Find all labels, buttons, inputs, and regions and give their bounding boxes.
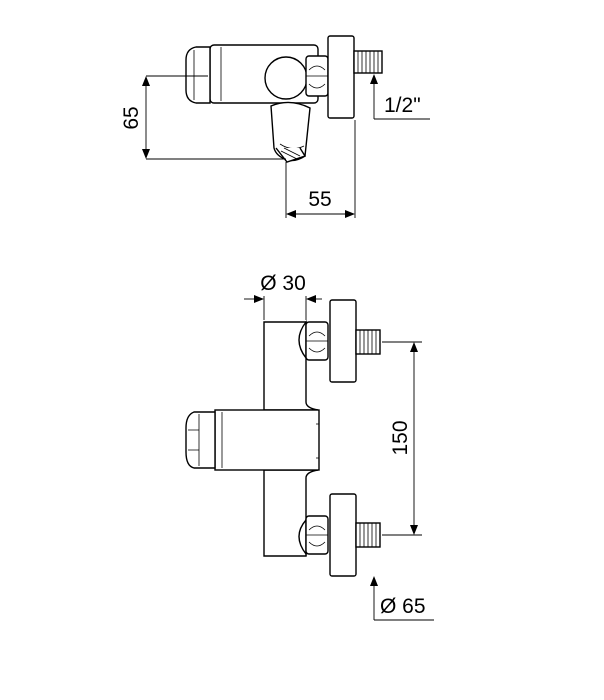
thread-connector-top bbox=[353, 50, 383, 74]
dim-flange-diameter-label: Ø 65 bbox=[380, 595, 426, 618]
dim-center-distance-label: 150 bbox=[389, 420, 412, 455]
dim-thread-label: 1/2" bbox=[384, 94, 421, 117]
top-view: 65 1/2" 55 bbox=[120, 35, 430, 218]
wall-flange-top bbox=[327, 35, 355, 119]
front-view: Ø 30 150 Ø 65 bbox=[185, 272, 434, 621]
outlet-sphere bbox=[264, 56, 308, 100]
control-knob-top bbox=[185, 46, 211, 104]
wall-flange-upper bbox=[329, 299, 357, 383]
control-knob-front bbox=[185, 411, 216, 469]
wall-flange-lower bbox=[329, 493, 357, 577]
outlet-nozzle bbox=[270, 101, 311, 162]
dim-height-label: 65 bbox=[120, 106, 143, 129]
dim-depth-label: 55 bbox=[308, 188, 331, 211]
lower-eccentric bbox=[298, 518, 307, 557]
mixer-body-front bbox=[214, 409, 320, 471]
dim-body-diameter-label: Ø 30 bbox=[260, 272, 306, 295]
